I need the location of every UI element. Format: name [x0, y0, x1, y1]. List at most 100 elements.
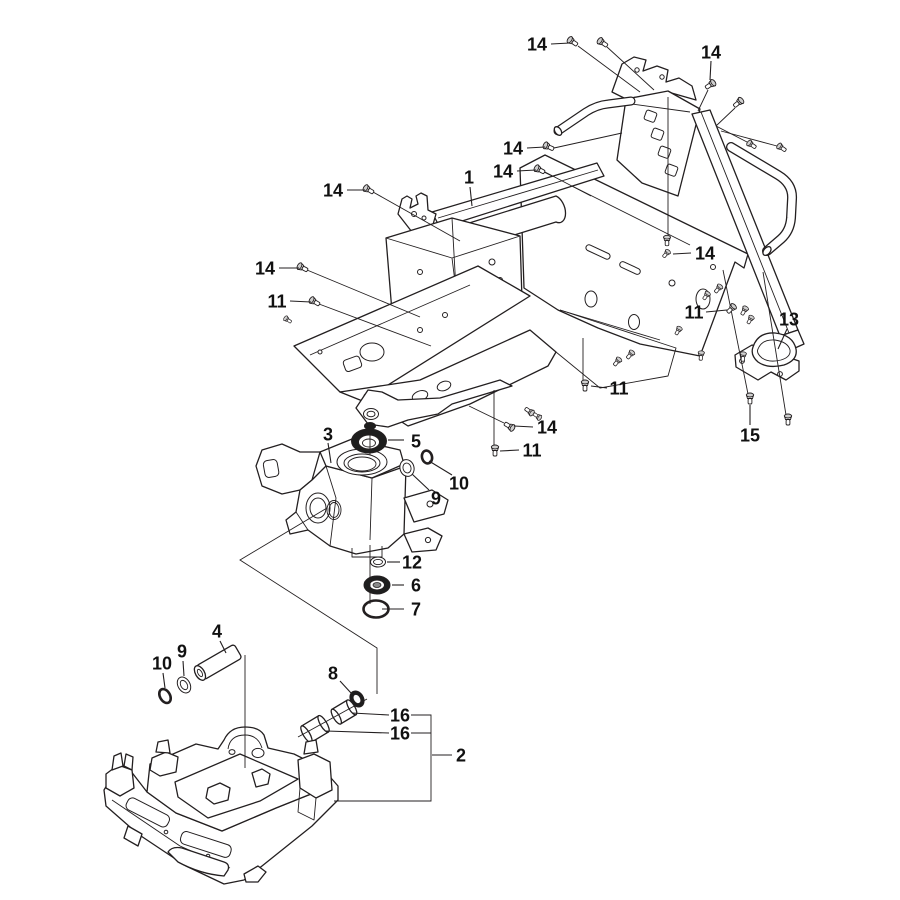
callout-label-15: 15 — [740, 425, 760, 445]
screw-fastener-icon — [613, 356, 623, 367]
screw-fastener-icon — [490, 444, 500, 457]
callout-label-14: 14 — [537, 417, 557, 437]
bushing-part-16b — [300, 714, 330, 744]
callout-leader-9 — [182, 660, 185, 677]
screw-fastener-icon — [726, 303, 737, 314]
callout-leader-16 — [325, 730, 390, 734]
callout-label-11: 11 — [267, 291, 286, 311]
callout-label-16: 16 — [390, 723, 410, 743]
callout-label-14: 14 — [493, 161, 513, 181]
screw-fastener-icon — [596, 36, 609, 48]
callout-leader-9 — [411, 473, 430, 491]
callout-leader-14 — [550, 42, 571, 45]
callout-leader-1 — [469, 186, 473, 207]
callout-leader-14 — [526, 146, 546, 149]
callout-label-14: 14 — [255, 258, 275, 278]
screw-fastener-icon — [739, 351, 747, 362]
callout-label-9: 9 — [431, 488, 441, 508]
screw-fastener-icon — [733, 96, 745, 108]
guide-line — [297, 698, 368, 738]
screw-fastener-icon — [503, 421, 516, 432]
guide-line — [372, 191, 461, 242]
callout-label-13: 13 — [779, 309, 799, 329]
washer-part-9 — [399, 459, 415, 477]
guide-line — [318, 303, 432, 347]
screw-fastener-icon — [783, 413, 793, 426]
callout-label-14: 14 — [503, 138, 523, 158]
pivot-pin-part-4 — [193, 644, 242, 681]
screw-fastener-icon — [704, 78, 717, 90]
callout-label-14: 14 — [701, 42, 721, 62]
callout-label-10: 10 — [152, 653, 172, 673]
callout-label-14: 14 — [323, 180, 343, 200]
guide-line — [544, 171, 592, 197]
screw-fastener-icon — [662, 248, 671, 258]
guide-line — [553, 132, 623, 149]
callout-leader-14 — [513, 425, 534, 428]
guide-line — [697, 89, 709, 112]
callout-label-2: 2 — [456, 745, 466, 765]
callout-label-12: 12 — [402, 552, 422, 572]
callout-label-1: 1 — [464, 167, 474, 187]
bearing-part-6 — [363, 575, 391, 595]
screw-fastener-icon — [776, 142, 787, 152]
callout-leader-4 — [219, 640, 227, 654]
guide-line — [762, 271, 787, 416]
screw-fastener-icon — [580, 379, 590, 392]
ring-part-12 — [370, 556, 386, 568]
callout-label-7: 7 — [411, 599, 421, 619]
callout-leader-14 — [672, 252, 692, 255]
guide-line — [720, 130, 778, 147]
callout-label-9: 9 — [177, 641, 187, 661]
callout-leader-13 — [777, 328, 788, 350]
callout-leader-14 — [516, 169, 537, 172]
callout-label-11: 11 — [609, 378, 628, 398]
callout-leader-16 — [351, 712, 390, 716]
screw-fastener-icon — [740, 305, 749, 316]
screw-fastener-icon — [746, 314, 755, 325]
callout-leader-11 — [499, 449, 520, 452]
guide-line — [606, 46, 655, 91]
chassis-base-part-2 — [103, 726, 339, 885]
bearing-seal-part-5 — [351, 428, 387, 454]
callout-leader-8 — [339, 680, 352, 694]
screw-fastener-icon — [702, 290, 711, 301]
screw-fastener-icon — [296, 262, 309, 273]
callout-leader-11 — [590, 385, 608, 389]
callout-label-14: 14 — [695, 243, 715, 263]
callout-leader-14 — [709, 60, 712, 81]
screw-fastener-icon — [566, 35, 579, 47]
screw-fastener-icon — [533, 164, 546, 175]
guide-line — [306, 269, 421, 318]
right-grab-handle — [726, 142, 798, 256]
callout-leader-10 — [162, 672, 166, 689]
callout-label-11: 11 — [522, 440, 541, 460]
guide-line — [715, 107, 736, 127]
screw-fastener-icon — [626, 349, 636, 360]
screw-fastener-icon — [308, 296, 321, 307]
screws-layer — [283, 35, 793, 457]
left-grab-handle — [553, 96, 636, 136]
callout-label-6: 6 — [411, 575, 421, 595]
washer-part-9b — [176, 676, 192, 694]
callout-label-8: 8 — [328, 663, 338, 683]
callout-label-16: 16 — [390, 705, 410, 725]
callout-leader-11 — [705, 309, 728, 313]
guide-line — [334, 714, 432, 802]
caster-mount-plate — [355, 379, 513, 430]
diagram-artwork — [103, 56, 805, 885]
screw-fastener-icon — [745, 392, 755, 405]
callout-label-14: 14 — [527, 34, 547, 54]
callout-label-3: 3 — [323, 424, 333, 444]
ring-part-10 — [420, 449, 434, 465]
ring-part-10b — [157, 687, 173, 705]
screw-fastener-icon — [662, 234, 672, 247]
screw-fastener-icon — [746, 139, 757, 149]
callout-label-5: 5 — [411, 431, 421, 451]
callout-leader-10 — [428, 460, 453, 476]
steering-console — [611, 56, 701, 197]
screw-fastener-icon — [714, 283, 724, 294]
